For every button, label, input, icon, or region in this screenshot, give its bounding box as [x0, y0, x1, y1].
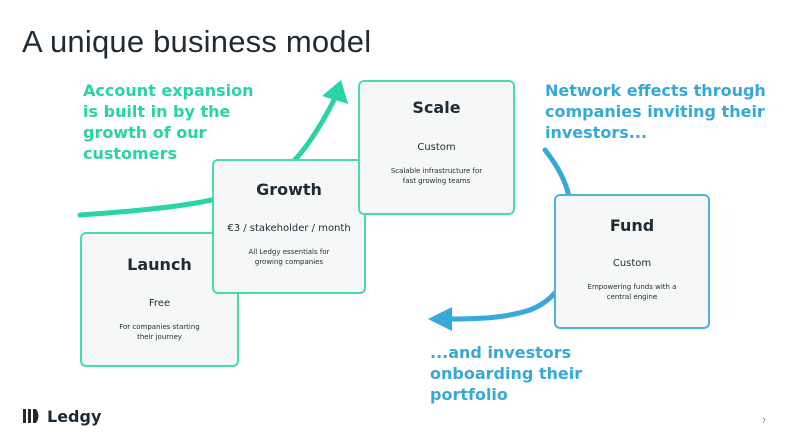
brand-name: Ledgy	[47, 406, 102, 426]
plan-name: Scale	[412, 98, 461, 117]
brand: Ledgy	[22, 405, 101, 427]
callout-account-expansion: Account expansion is built in by the gro…	[83, 81, 254, 163]
network-arrowhead-icon	[428, 307, 452, 331]
plan-name: Launch	[127, 255, 192, 274]
plan-card-launch: Launch Free For companies starting their…	[80, 232, 239, 367]
plan-price: Custom	[417, 142, 456, 153]
plan-name: Fund	[609, 216, 655, 235]
plan-card-fund: Fund Custom Empowering funds with a cent…	[554, 194, 710, 329]
plan-name: Growth	[256, 180, 322, 199]
ledgy-logo-icon	[23, 409, 39, 423]
plan-price: Free	[148, 298, 171, 309]
plan-card-growth: Growth €3 / stakeholder / month All Ledg…	[212, 159, 366, 294]
page-number: 7	[762, 418, 766, 425]
plan-card-scale: Scale Custom Scalable infrastructure for…	[358, 80, 515, 215]
callout-network-effects: Network effects through companies inviti…	[545, 81, 766, 142]
growth-arrowhead-icon	[322, 80, 348, 104]
plan-price: €3 / stakeholder / month	[227, 223, 351, 234]
plan-price: Custom	[612, 258, 652, 269]
plan-description: All Ledgy essentials for growing compani…	[248, 248, 330, 266]
plan-description: Empowering funds with a central engine	[587, 283, 677, 301]
plan-description: For companies starting their journey	[119, 323, 200, 341]
plan-description: Scalable infrastructure for fast growing…	[390, 167, 483, 185]
slide-title: A unique business model	[22, 24, 372, 59]
callout-investors-onboarding: ...and investors onboarding their portfo…	[430, 343, 583, 404]
